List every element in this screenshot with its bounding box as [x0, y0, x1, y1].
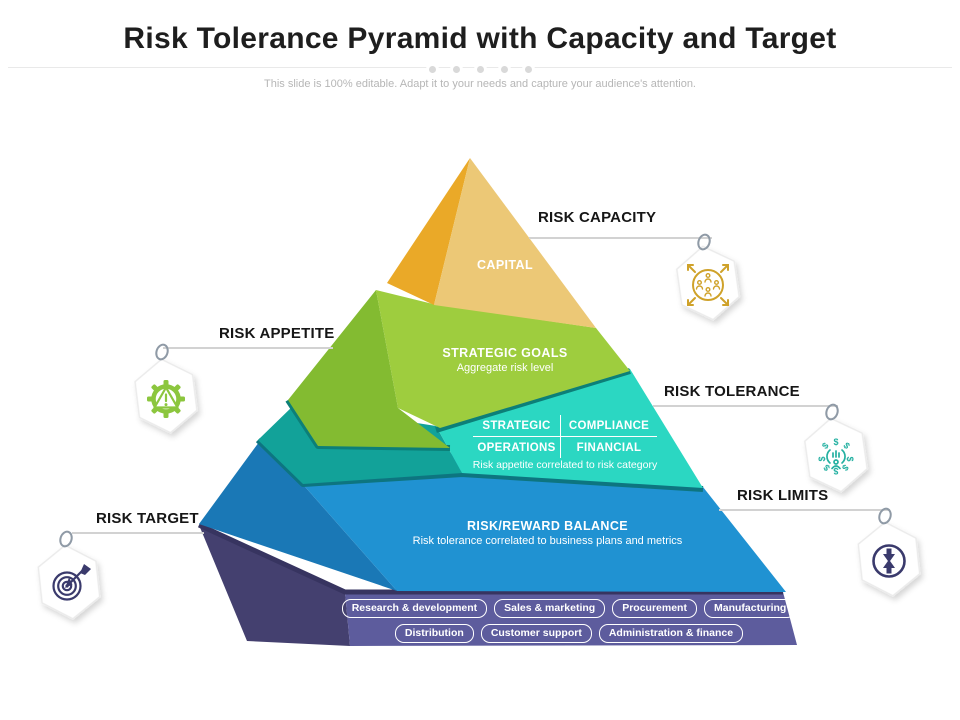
badge-distribution: Distribution: [394, 624, 474, 643]
divider-dot: [473, 63, 487, 76]
base-left-face: [199, 525, 350, 646]
tier-goals-front-face: [376, 290, 630, 428]
badge-row-1: Research & development Sales & marketing…: [341, 599, 797, 618]
divider-dot: [521, 63, 535, 76]
tier-capital-label: CAPITAL: [440, 258, 570, 274]
capital-heading: CAPITAL: [476, 258, 534, 272]
risk-categories-grid: STRATEGIC COMPLIANCE OPERATIONS FINANCIA…: [473, 415, 657, 458]
risk-tolerance-label: RISK TOLERANCE: [664, 383, 800, 400]
svg-text:$: $: [841, 440, 852, 451]
svg-text:$: $: [817, 456, 827, 461]
tier-riskreward-label: RISK/REWARD BALANCE Risk tolerance corre…: [400, 519, 695, 548]
tier-goals-label: STRATEGIC GOALS Aggregate risk level: [405, 346, 605, 375]
tier-goals-left-face: [288, 290, 450, 448]
strategic-goals-sub: Aggregate risk level: [456, 361, 554, 374]
converging-arrows-icon: [872, 544, 906, 578]
tier-categories-front-face: [436, 369, 703, 488]
badge-administration-finance: Administration & finance: [598, 624, 744, 643]
badge-procurement: Procurement: [612, 599, 697, 618]
green-teal-edge-right: [435, 368, 631, 433]
divider-dot: [449, 63, 463, 76]
badge-row-2: Distribution Customer support Administra…: [348, 624, 790, 643]
gear-warning-icon: [147, 380, 185, 418]
category-compliance: COMPLIANCE: [561, 415, 657, 437]
tier-capital-front-face: [434, 158, 596, 328]
target-tag: [37, 530, 101, 620]
svg-text:$: $: [820, 440, 831, 451]
divider-dots: [0, 63, 960, 76]
subtitle: This slide is 100% editable. Adapt it to…: [264, 78, 696, 90]
department-badges: Research & development Sales & marketing…: [341, 599, 797, 649]
risk-target-label: RISK TARGET: [96, 510, 199, 527]
tolerance-tag: $ $ $ $ $ $ $ $: [803, 403, 869, 493]
tier-riskreward-left-face: [199, 438, 397, 591]
capacity-tag: [675, 233, 741, 321]
categories-sub: Risk appetite correlated to risk categor…: [472, 459, 658, 471]
badge-sales-marketing: Sales & marketing: [494, 599, 606, 618]
divider-dot: [497, 63, 511, 76]
category-financial: FINANCIAL: [576, 441, 642, 454]
risk-appetite-label: RISK APPETITE: [219, 325, 335, 342]
risk-reward-sub: Risk tolerance correlated to business pl…: [412, 534, 683, 547]
svg-text:$: $: [833, 437, 838, 447]
svg-text:$: $: [821, 462, 832, 473]
category-operations: OPERATIONS: [473, 437, 561, 458]
person-dollars-icon: $ $ $ $ $ $ $ $: [817, 437, 855, 476]
svg-text:$: $: [845, 456, 855, 461]
risk-limits-label: RISK LIMITS: [737, 487, 829, 504]
badge-research-development: Research & development: [341, 599, 488, 618]
target-dart-icon: [52, 564, 91, 601]
badge-manufacturing: Manufacturing: [703, 599, 797, 618]
category-strategic: STRATEGIC: [473, 415, 561, 437]
badge-customer-support: Customer support: [480, 624, 592, 643]
tier-capital-left-face: [387, 158, 470, 305]
base-front-face: [345, 592, 797, 646]
people-expand-icon: [687, 264, 729, 306]
page-title: Risk Tolerance Pyramid with Capacity and…: [123, 22, 837, 55]
appetite-tag: [134, 343, 198, 434]
limits-tag: [857, 507, 921, 597]
svg-text:$: $: [833, 466, 838, 476]
risk-reward-heading: RISK/REWARD BALANCE: [466, 519, 629, 533]
strategic-goals-heading: STRATEGIC GOALS: [442, 346, 568, 360]
svg-text:$: $: [840, 462, 851, 473]
divider-dot: [425, 63, 439, 76]
base-top-edge: [197, 522, 783, 595]
risk-capacity-label: RISK CAPACITY: [538, 209, 657, 226]
